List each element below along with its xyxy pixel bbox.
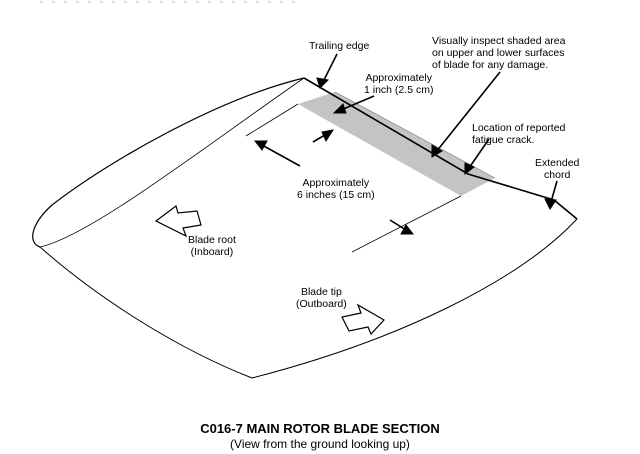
inspect-note-label: Visually inspect shaded area on upper an… <box>432 35 566 71</box>
chord-extension-line <box>245 103 299 137</box>
crack-location-label: Location of reported fatigue crack. <box>472 122 566 146</box>
blade-root-label: Blade root (Inboard) <box>188 234 236 258</box>
blade-lower-edge <box>39 246 253 379</box>
blade-upper-surface <box>32 77 305 248</box>
inspect-arrowhead <box>431 144 443 158</box>
blade-root-direction-arrow <box>154 204 202 238</box>
trailing-edge-arrowhead <box>316 77 330 89</box>
extended-chord-arrowhead <box>544 198 557 210</box>
approx-1in-arrow-a <box>332 103 347 114</box>
blade-root-section <box>39 77 305 248</box>
figure-caption-title: C016-7 MAIN ROTOR BLADE SECTION <box>200 421 440 436</box>
trailing-edge-label: Trailing edge <box>309 40 370 52</box>
blade-tip-label: Blade tip (Outboard) <box>296 286 347 310</box>
shaded-inspection-area <box>298 92 495 196</box>
approx-6in-label: Approximately 6 inches (15 cm) <box>297 177 375 201</box>
approx-1in-label: Approximately 1 inch (2.5 cm) <box>364 72 434 96</box>
chord-extension-line-tip <box>351 195 462 253</box>
trailing-edge-line <box>303 77 578 220</box>
approx-6in-arrow-left <box>253 140 268 151</box>
extended-chord-label: Extended chord <box>535 157 580 181</box>
blade-tip-direction-arrow <box>341 303 385 336</box>
approx-1in-arrow-b <box>321 129 335 143</box>
approx-6in-arrow-right <box>400 224 415 235</box>
crack-arrowhead <box>464 162 475 176</box>
dimension-6in-inner <box>334 91 496 179</box>
blade-tip-edge <box>251 218 578 379</box>
figure-caption-subtitle: (View from the ground looking up) <box>230 437 410 451</box>
